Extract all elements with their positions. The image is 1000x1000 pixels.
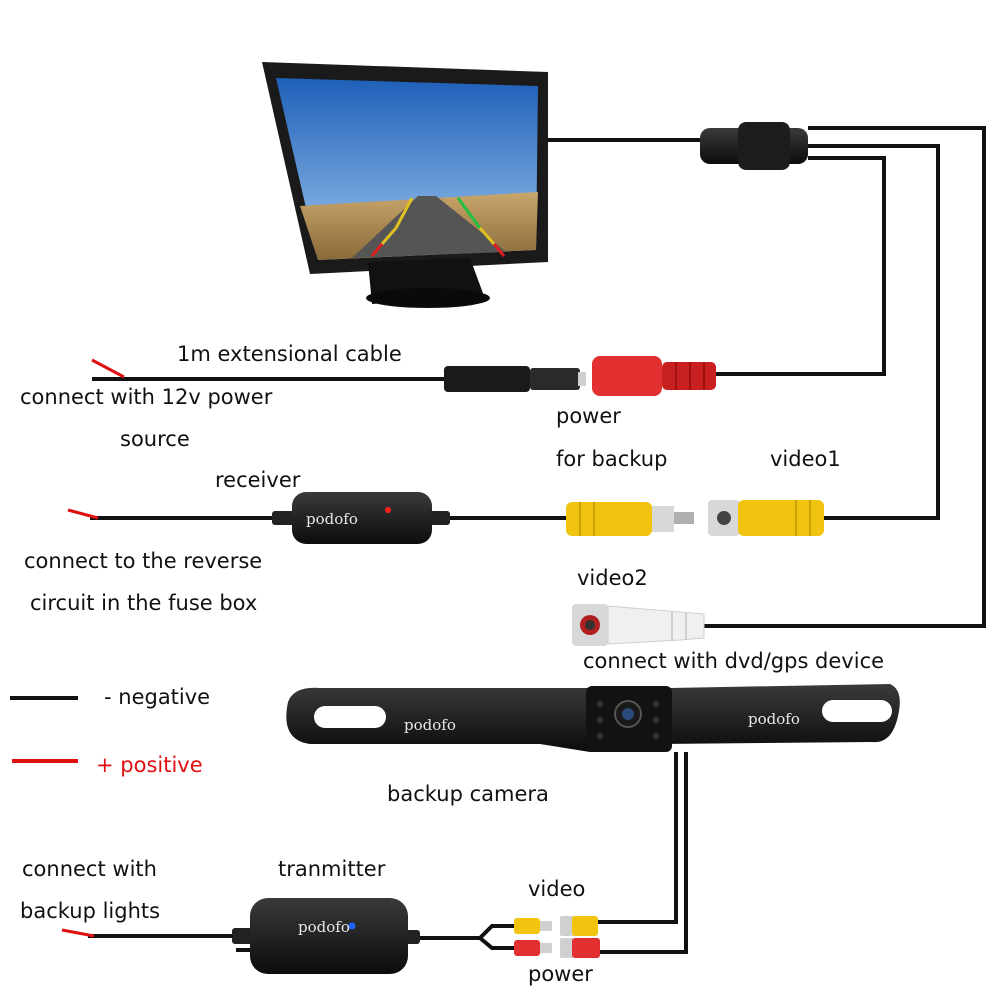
power-bottom-label: power [528,962,593,986]
wire-hub-to-power [716,156,886,376]
wire-hub-to-video2 [700,126,986,628]
reverse-label-line1: connect to the reverse [24,549,263,573]
red-lead-lights [61,928,95,938]
receiver-box: podofo [272,492,450,544]
backup-lights-label-line1: connect with [22,857,157,881]
wire-camera-power [600,752,688,954]
video1-label: video1 [770,447,841,471]
for-backup-label: for backup [556,447,668,471]
video-label: video [528,877,586,901]
reverse-label-line2: circuit in the fuse box [30,591,258,615]
rca-pair-bottom [514,916,600,958]
video2-label: video2 [577,566,648,590]
extension-cable-label: 1m extensional cable [177,342,402,366]
transmitter-led [348,922,356,930]
receiver-label: receiver [215,468,301,492]
power-jack-red [592,356,716,396]
transmitter-box: podofo [232,898,420,974]
monitor [262,62,548,308]
camera-brand-left: podofo [404,716,456,734]
rca-jack-video1 [708,500,824,536]
camera-brand-right: podofo [748,710,800,728]
power-source-label-line1: connect with 12v power [20,385,273,409]
legend-negative-label: - negative [104,685,211,709]
wire-split-power [478,936,514,950]
dc-plug [444,366,586,392]
rca-plug-video [566,502,694,536]
red-wires [12,358,125,938]
wire-camera-video [596,752,678,924]
receiver-brand: podofo [306,510,358,528]
transmitter-label: tranmitter [278,857,386,881]
legend-positive-label: + positive [96,753,203,777]
ir-leds [597,701,659,739]
cable-junction [700,122,808,170]
wire-split-video [478,924,514,940]
mount-slot-left [314,706,386,728]
rca-jack-video2 [572,604,705,646]
dvd-gps-label: connect with dvd/gps device [583,649,885,673]
screen-road [352,196,506,258]
mount-slot-right [822,700,892,722]
receiver-led [385,507,391,513]
power-label: power [556,404,621,428]
stand-base [366,288,490,308]
red-lead-reverse [67,508,99,520]
power-source-label-line2: source [120,427,190,451]
guide-lines [370,197,506,257]
backup-lights-label-line2: backup lights [20,899,161,923]
backup-camera-label: backup camera [387,782,549,806]
backup-camera: podofo podofo [286,684,900,752]
wire-hub-to-video1 [808,144,940,520]
red-lead-power [91,358,125,379]
wires [10,126,986,954]
transmitter-brand: podofo [298,918,350,936]
